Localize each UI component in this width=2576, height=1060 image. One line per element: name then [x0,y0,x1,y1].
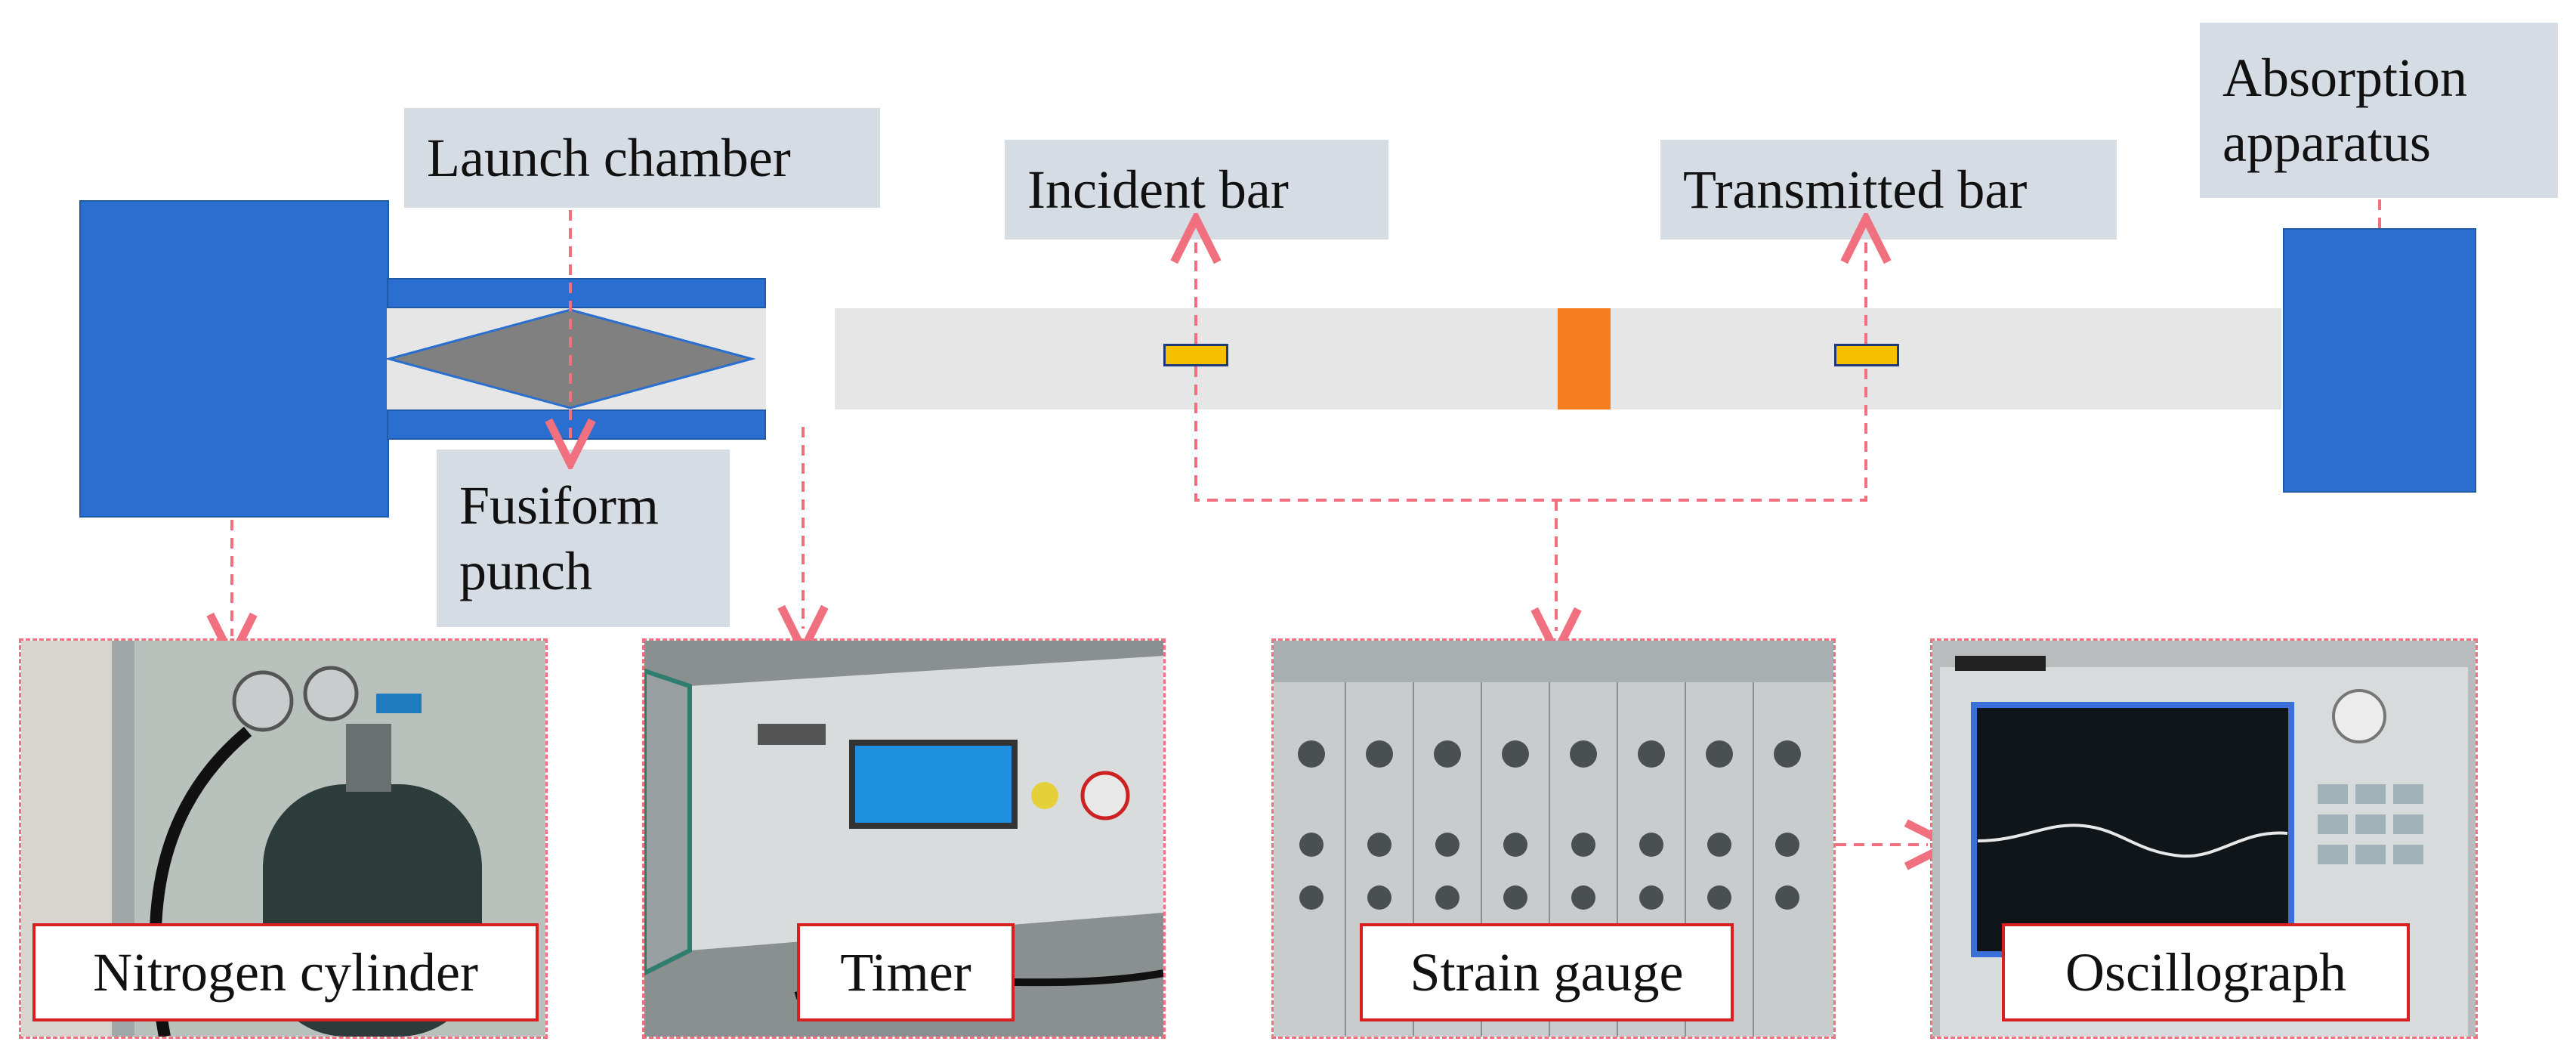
strain-gauge-text: Strain gauge [1410,941,1684,1003]
fusiform-punch-label: Fusiform punch [437,450,730,627]
nitrogen-cylinder-text: Nitrogen cylinder [93,941,478,1003]
absorption-text-line2: apparatus [2222,113,2431,173]
fusiform-text-line2: punch [459,540,592,601]
transmitted-bar-text: Transmitted bar [1683,159,2028,220]
launcher-block [79,200,389,518]
strain-gauge-label: Strain gauge [1360,923,1734,1021]
fusiform-text-line1: Fusiform [459,475,659,536]
absorption-apparatus-label: Absorption apparatus [2200,23,2558,198]
launch-tube-top-rail [387,278,766,308]
connector-gauges [1194,366,1867,502]
launch-chamber-label: Launch chamber [404,108,880,208]
specimen [1558,308,1611,409]
launch-chamber-text: Launch chamber [427,127,791,188]
strain-gauge-incident [1163,344,1228,366]
timer-text: Timer [840,941,971,1003]
timer-label: Timer [797,923,1015,1021]
incident-bar-text: Incident bar [1027,159,1289,220]
oscillograph-text: Oscillograph [2065,941,2346,1003]
absorption-text-line1: Absorption [2222,47,2467,108]
absorption-block [2283,228,2476,493]
strain-gauge-transmitted [1834,344,1899,366]
transmitted-bar-label: Transmitted bar [1660,140,2117,240]
oscillograph-label: Oscillograph [2002,923,2410,1021]
nitrogen-cylinder-label: Nitrogen cylinder [32,923,539,1021]
